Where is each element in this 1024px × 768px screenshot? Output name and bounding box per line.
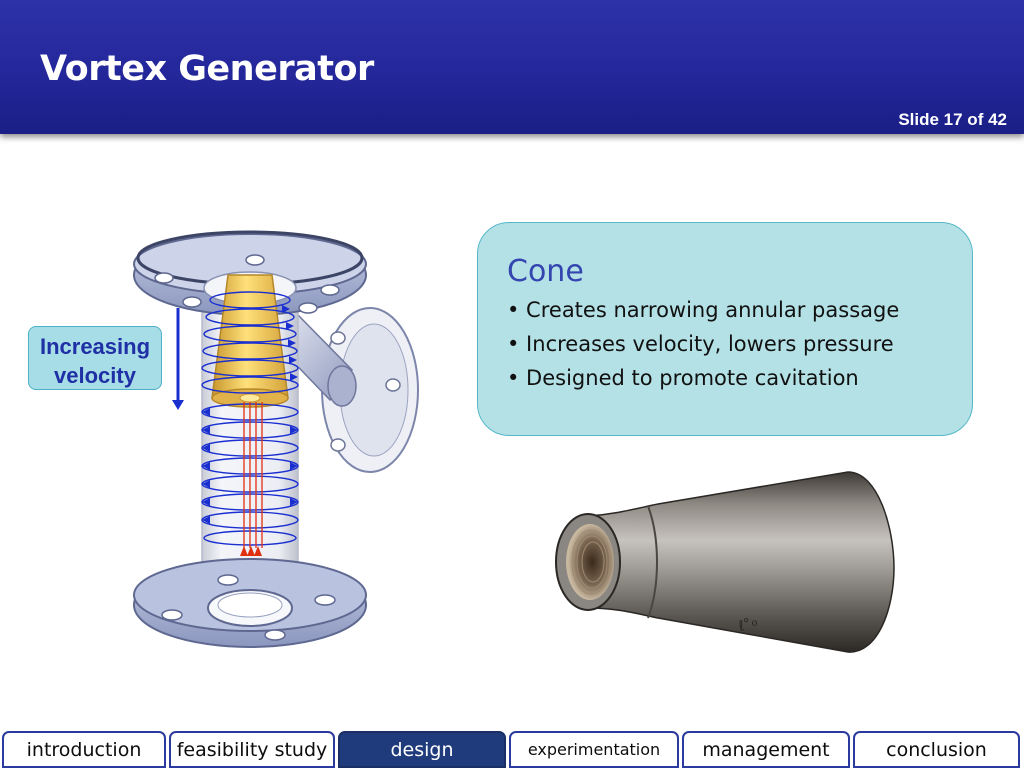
velocity-down-arrow (172, 308, 184, 410)
tab-design[interactable]: design (338, 731, 506, 768)
cone-callout: Cone • Creates narrowing annular passage… (477, 222, 973, 436)
tab-introduction[interactable]: introduction (2, 731, 166, 768)
side-inlet-flange (321, 307, 419, 473)
central-jet-arrowheads (240, 546, 262, 556)
slide-counter: Slide 17 of 42 (898, 110, 1007, 129)
callout-bullet: • Designed to promote cavitation (507, 366, 859, 390)
slide-title: Vortex Generator (40, 49, 374, 89)
callout-title: Cone (507, 254, 584, 289)
tab-conclusion[interactable]: conclusion (853, 731, 1020, 768)
velocity-label-line2: velocity (54, 363, 136, 388)
central-jet-lines (243, 402, 263, 548)
callout-bullet: • Increases velocity, lowers pressure (507, 332, 894, 356)
callout-bullet-list: • Creates narrowing annular passage • In… (507, 293, 972, 395)
tab-feasibility-study[interactable]: feasibility study (169, 731, 335, 768)
tab-experimentation[interactable]: experimentation (509, 731, 679, 768)
increasing-velocity-label: Increasing velocity (28, 326, 162, 390)
vortex-generator-diagram (133, 230, 419, 648)
section-nav: introduction feasibility study design ex… (0, 731, 1024, 768)
cone-photo: ℓ°ℴ (555, 471, 895, 653)
slide-header: Vortex Generator Slide 17 of 42 (0, 0, 1024, 134)
bottom-flange (133, 558, 367, 648)
tab-management[interactable]: management (682, 731, 850, 768)
velocity-label-line1: Increasing (39, 334, 151, 359)
swirl-arrowheads (202, 305, 298, 524)
callout-bullet: • Creates narrowing annular passage (507, 298, 900, 322)
photo-scribble: ℓ°ℴ (735, 613, 760, 635)
